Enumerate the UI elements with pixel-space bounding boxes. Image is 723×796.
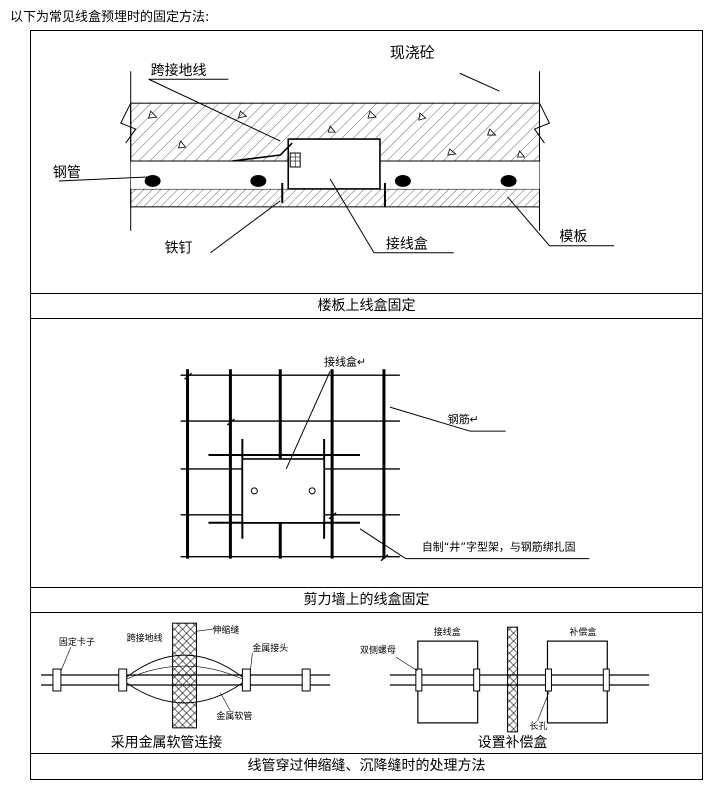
caption-slab: 楼板上线盒固定	[31, 293, 702, 319]
joint-wall	[507, 626, 519, 733]
label-concrete: 现浇砼	[390, 43, 435, 61]
label-frame-note: 自制“井”字型架，与钢筋绑扎固	[422, 540, 576, 554]
steel-pipe	[394, 174, 411, 187]
junction-box-right	[417, 640, 479, 724]
intro-text: 以下为常见线盒预埋时的固定方法:	[10, 10, 210, 25]
shear-wall-diagram: 接线盒↵ 钢筋↵ 自制“井”字型架，与钢筋绑扎固	[180, 354, 590, 562]
label-nail: 铁钉	[165, 241, 193, 257]
junction-box	[287, 138, 381, 190]
label-junction-box: 接线盒	[386, 236, 428, 253]
compensation-box	[546, 640, 608, 724]
label-formwork: 模板	[559, 229, 587, 245]
label-junction-box: 接线盒↵	[324, 354, 366, 368]
sub-caption-left: 采用金属软管连接	[111, 734, 223, 751]
slab-diagram: 现浇砼 跨接地线 钢管 铁钉 接线盒 模板	[53, 43, 615, 257]
label-jumper: 跨接地线	[127, 632, 163, 644]
label-jumper-wire: 跨接地线	[151, 62, 207, 79]
label-box1: 接线盒	[434, 626, 461, 638]
caption-expansion-joint: 线管穿过伸缩缝、沉降缝时的处理方法	[31, 753, 702, 779]
label-clamp: 固定卡子	[59, 636, 95, 648]
steel-pipe	[250, 174, 267, 187]
label-rebar: 钢筋↵	[448, 412, 479, 426]
caption-shear-wall: 剪力墙上的线盒固定	[31, 587, 702, 613]
label-hose: 金属软管	[216, 710, 252, 722]
label-connector: 金属接头	[252, 642, 288, 654]
figure-frame: 现浇砼 跨接地线 钢管 铁钉 接线盒 模板 楼板上线盒固定	[30, 30, 703, 780]
label-steel-pipe: 钢管	[53, 165, 81, 181]
label-nut: 双侧螺母	[360, 644, 396, 656]
label-slot: 长孔	[530, 720, 548, 732]
sub-caption-right: 设置补偿盒	[478, 734, 548, 751]
expansion-joint-diagram: 固定卡子 跨接地线 伸缩缝 金属接头 金属软管 双侧螺母 接线盒 补偿盒 长孔 …	[40, 622, 650, 751]
label-joint: 伸缩缝	[212, 624, 239, 636]
jumper-wire	[232, 142, 293, 162]
steel-pipe	[500, 174, 517, 187]
formwork	[130, 188, 540, 208]
junction-box	[241, 458, 325, 524]
steel-pipe	[144, 174, 161, 187]
label-box2: 补偿盒	[569, 626, 596, 638]
metal-hose	[126, 654, 243, 678]
